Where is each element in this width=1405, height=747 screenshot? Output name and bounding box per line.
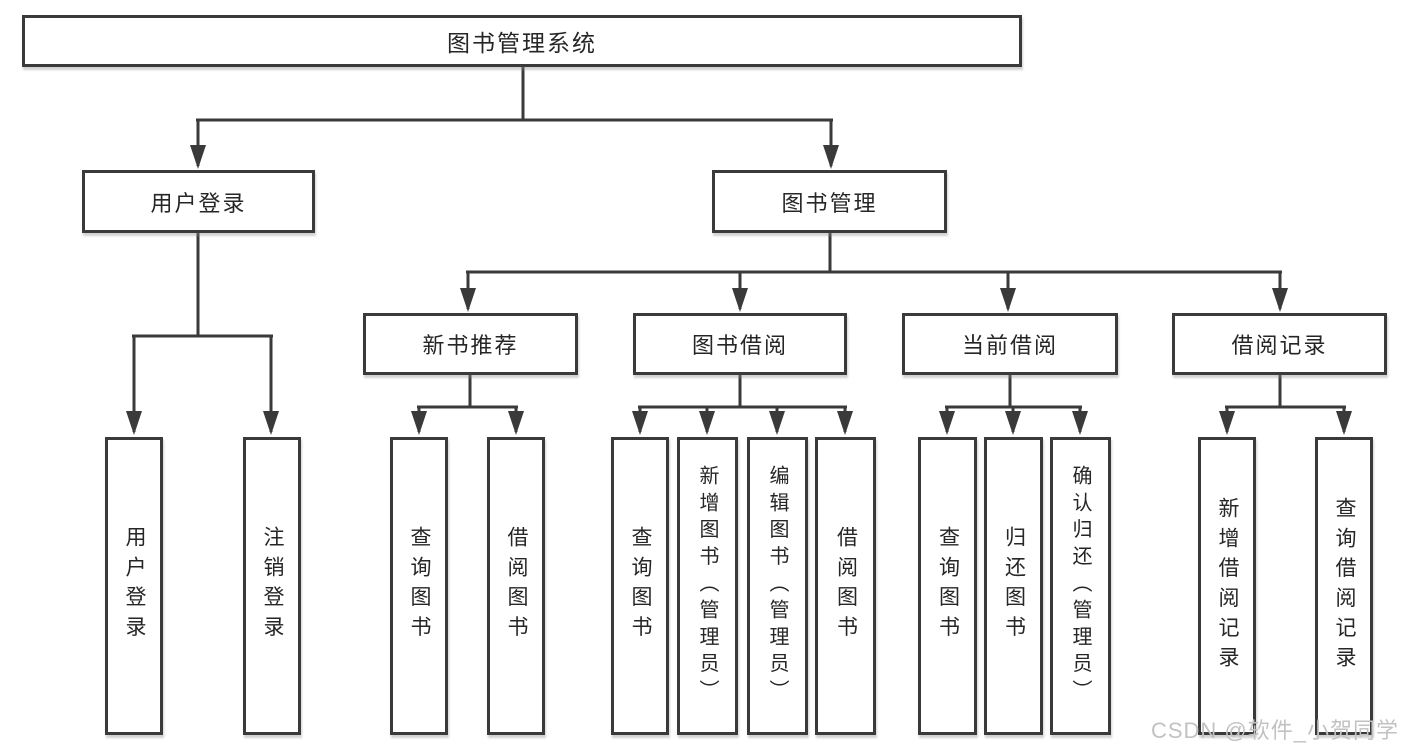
leaf-newbook-borrow-books: 借阅图书 — [487, 437, 545, 735]
leaf-current-query-books: 查询图书 — [918, 437, 977, 735]
node-user-login: 用户登录 — [82, 170, 315, 233]
node-book-borrow: 图书借阅 — [633, 313, 847, 375]
csdn-watermark: CSDN @软件_小贺同学 — [1150, 718, 1399, 743]
leaf-borrow-query-books: 查询图书 — [611, 437, 669, 735]
node-current-borrow: 当前借阅 — [902, 313, 1118, 375]
leaf-edit-books-admin: 编辑图书（管理员） — [747, 437, 808, 735]
node-borrow-records: 借阅记录 — [1172, 313, 1387, 375]
leaf-confirm-return-admin: 确认归还（管理员） — [1050, 437, 1111, 735]
leaf-add-borrow-record: 新增借阅记录 — [1198, 437, 1256, 735]
leaf-user-login: 用户登录 — [105, 437, 163, 735]
leaf-return-books: 归还图书 — [984, 437, 1043, 735]
leaf-query-borrow-record: 查询借阅记录 — [1315, 437, 1373, 735]
node-book-management: 图书管理 — [712, 170, 947, 233]
leaf-newbook-query-books: 查询图书 — [390, 437, 448, 735]
leaf-logout: 注销登录 — [243, 437, 301, 735]
node-root: 图书管理系统 — [22, 15, 1022, 67]
leaf-add-books-admin: 新增图书（管理员） — [677, 437, 738, 735]
leaf-borrow-borrow-books: 借阅图书 — [815, 437, 876, 735]
node-new-book-recommend: 新书推荐 — [363, 313, 578, 375]
